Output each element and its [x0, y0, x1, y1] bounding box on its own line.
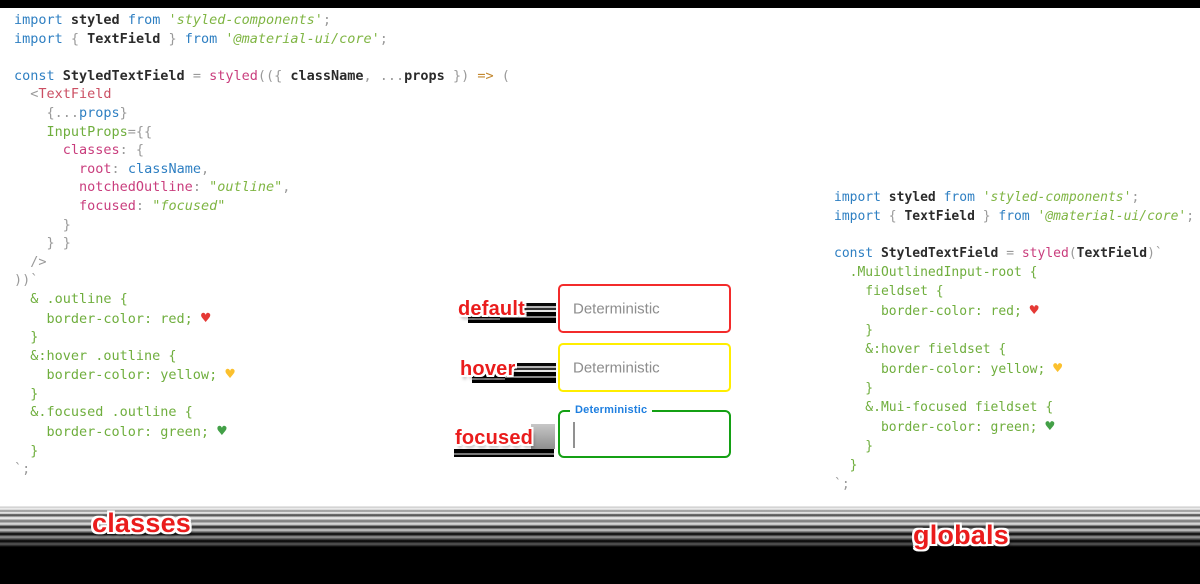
code-line	[834, 226, 1194, 245]
annotation-default-label: default	[458, 298, 525, 320]
code-line	[14, 48, 510, 67]
code-line: }	[834, 457, 858, 473]
code-line: <TextField	[14, 86, 112, 103]
code-line: border-color: green; ♥	[834, 417, 1055, 436]
footer-label-globals: globals	[913, 520, 1009, 550]
code-line: }	[834, 439, 874, 455]
textfield-focused[interactable]: Deterministic	[558, 404, 731, 458]
marker-stroke-default	[500, 303, 556, 323]
code-line: import styled from 'styled-components';	[14, 12, 332, 28]
code-line: border-color: red; ♥	[834, 301, 1039, 320]
code-line: import { TextField } from '@material-ui/…	[834, 208, 1195, 224]
code-line: focused: "focused"	[14, 197, 226, 214]
marker-underbar-focused	[454, 449, 554, 457]
code-line: {...props}	[14, 104, 128, 121]
code-line: }	[14, 329, 39, 346]
annotation-hover-label: hover	[460, 358, 516, 380]
code-line: />	[14, 253, 47, 270]
code-line: }	[14, 385, 39, 402]
top-black-bar	[0, 0, 1200, 8]
code-line: const StyledTextField = styled(TextField…	[834, 246, 1163, 262]
code-line: }	[14, 442, 39, 459]
code-line: &:hover .outline {	[14, 347, 177, 364]
code-line: }	[14, 216, 71, 233]
code-line: root: className,	[14, 160, 210, 177]
code-line: ))`	[14, 272, 39, 289]
code-line: border-color: green; ♥	[14, 422, 227, 441]
footer-label-classes: classes	[92, 508, 191, 538]
code-line: border-color: red; ♥	[14, 308, 211, 327]
textfield-hover-placeholder: Deterministic	[573, 359, 660, 376]
code-line: border-color: yellow; ♥	[834, 359, 1063, 378]
code-line: classes: {	[14, 142, 145, 159]
code-line: notchedOutline: "outline",	[14, 179, 291, 196]
marker-blob-focused	[531, 424, 555, 449]
code-line: .MuiOutlinedInput-root {	[834, 264, 1038, 280]
left-code-block: import styled from 'styled-components'; i…	[14, 11, 510, 479]
footer-gradient-band	[0, 500, 1200, 584]
code-line: }	[834, 381, 874, 397]
right-code-block: import styled from 'styled-components'; i…	[834, 189, 1194, 494]
code-line: `;	[834, 476, 850, 492]
code-line: &.Mui-focused fieldset {	[834, 399, 1054, 415]
code-line: import { TextField } from '@material-ui/…	[14, 30, 388, 47]
code-line: &.focused .outline {	[14, 404, 193, 421]
code-line: const StyledTextField = styled(({ classN…	[14, 67, 510, 84]
marker-stroke-hover	[505, 363, 556, 383]
textfield-hover[interactable]: Deterministic	[558, 343, 731, 392]
code-line: fieldset {	[834, 283, 944, 299]
textfield-default[interactable]: Deterministic	[558, 284, 731, 333]
code-line: import styled from 'styled-components';	[834, 190, 1140, 205]
code-line: }	[834, 322, 874, 338]
code-line: InputProps={{	[14, 123, 153, 140]
text-cursor	[573, 422, 575, 448]
annotation-focused-label: focused	[455, 427, 534, 449]
code-line: &:hover fieldset {	[834, 341, 1007, 357]
code-line: } }	[14, 235, 71, 252]
code-line: & .outline {	[14, 290, 128, 307]
code-line: `;	[14, 461, 31, 478]
code-line: border-color: yellow; ♥	[14, 365, 235, 384]
textfield-focused-notch-label: Deterministic	[570, 404, 653, 416]
textfield-default-placeholder: Deterministic	[573, 300, 660, 317]
